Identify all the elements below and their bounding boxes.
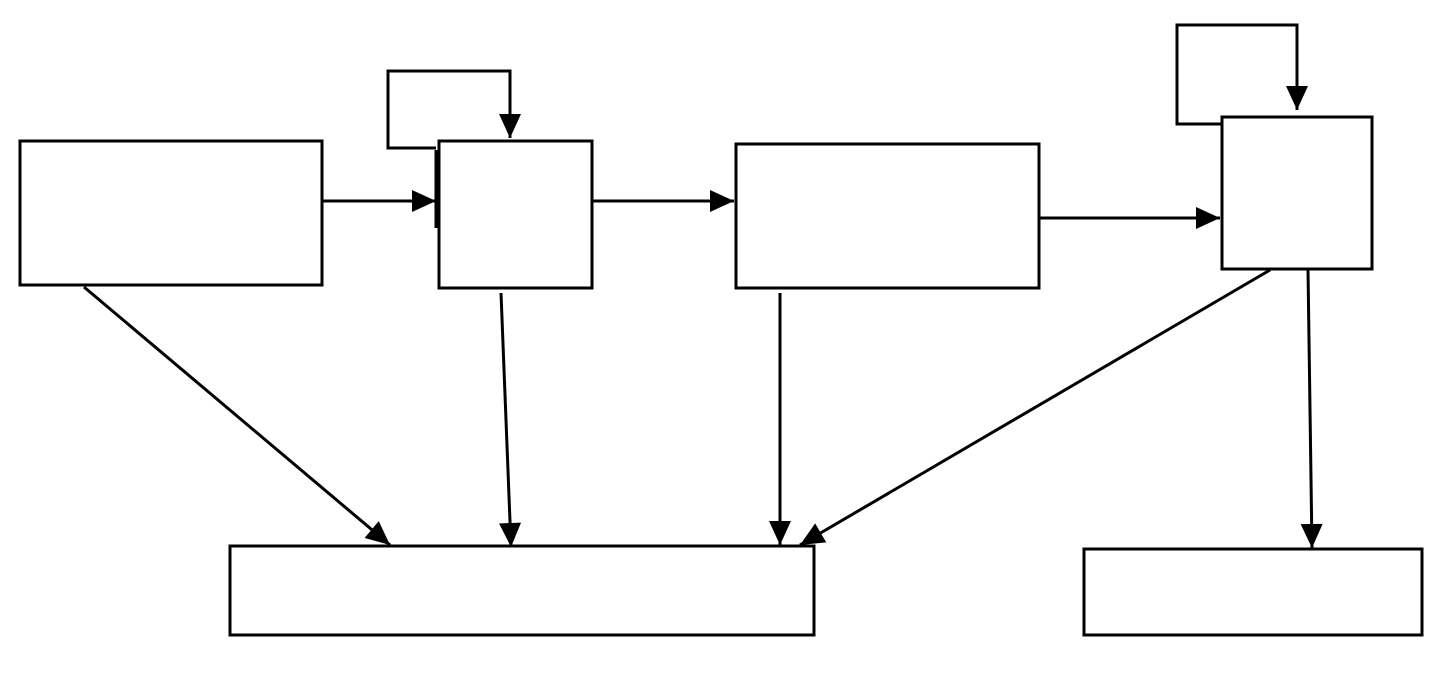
box-c (734, 142, 1041, 290)
edge-a-to-e (83, 285, 391, 547)
edge-d-to-e (799, 268, 1271, 547)
box-d (1220, 115, 1374, 271)
box-d-rect (1220, 115, 1374, 271)
edge-a-to-e-arrowhead (364, 521, 390, 545)
edge-d-to-f-arrowhead (1300, 523, 1323, 548)
edge-d-to-e-arrowhead (800, 523, 827, 545)
edge-d-self-loop-arrowhead (1286, 86, 1308, 110)
box-a-rect (18, 139, 324, 287)
edge-d-to-f (1300, 269, 1323, 549)
edge-a-to-b-arrowhead (412, 190, 436, 212)
box-f (1082, 547, 1424, 637)
edge-b-to-e-arrowhead (499, 522, 522, 547)
edge-d-to-e-line (799, 268, 1271, 547)
edge-c-to-d-arrowhead (1196, 207, 1220, 229)
edge-b-to-c (592, 190, 734, 212)
edge-a-to-e-line (83, 285, 391, 547)
edge-b-to-e-line (499, 292, 513, 548)
box-e (228, 544, 816, 637)
edge-a-to-b (322, 150, 438, 228)
edge-d-self-loop (1175, 23, 1308, 126)
edge-b-self-loop-arrowhead (499, 114, 521, 138)
edge-b-self-loop-line (386, 69, 512, 150)
edge-c-to-e (769, 293, 791, 545)
box-b-rect (437, 139, 594, 290)
edge-d-self-loop-line (1175, 23, 1299, 126)
edge-d-to-f-line (1306, 269, 1314, 549)
edges-layer (83, 23, 1323, 549)
box-e-rect (228, 544, 816, 637)
edge-c-to-d (1039, 207, 1220, 229)
edge-b-to-e (499, 292, 522, 548)
box-a (18, 139, 324, 287)
nodes-layer (18, 115, 1424, 637)
edge-c-to-e-arrowhead (769, 521, 791, 545)
edge-b-self-loop (386, 69, 521, 150)
box-f-rect (1082, 547, 1424, 637)
box-c-rect (734, 142, 1041, 290)
box-b (437, 139, 594, 290)
edge-b-to-c-arrowhead (710, 190, 734, 212)
